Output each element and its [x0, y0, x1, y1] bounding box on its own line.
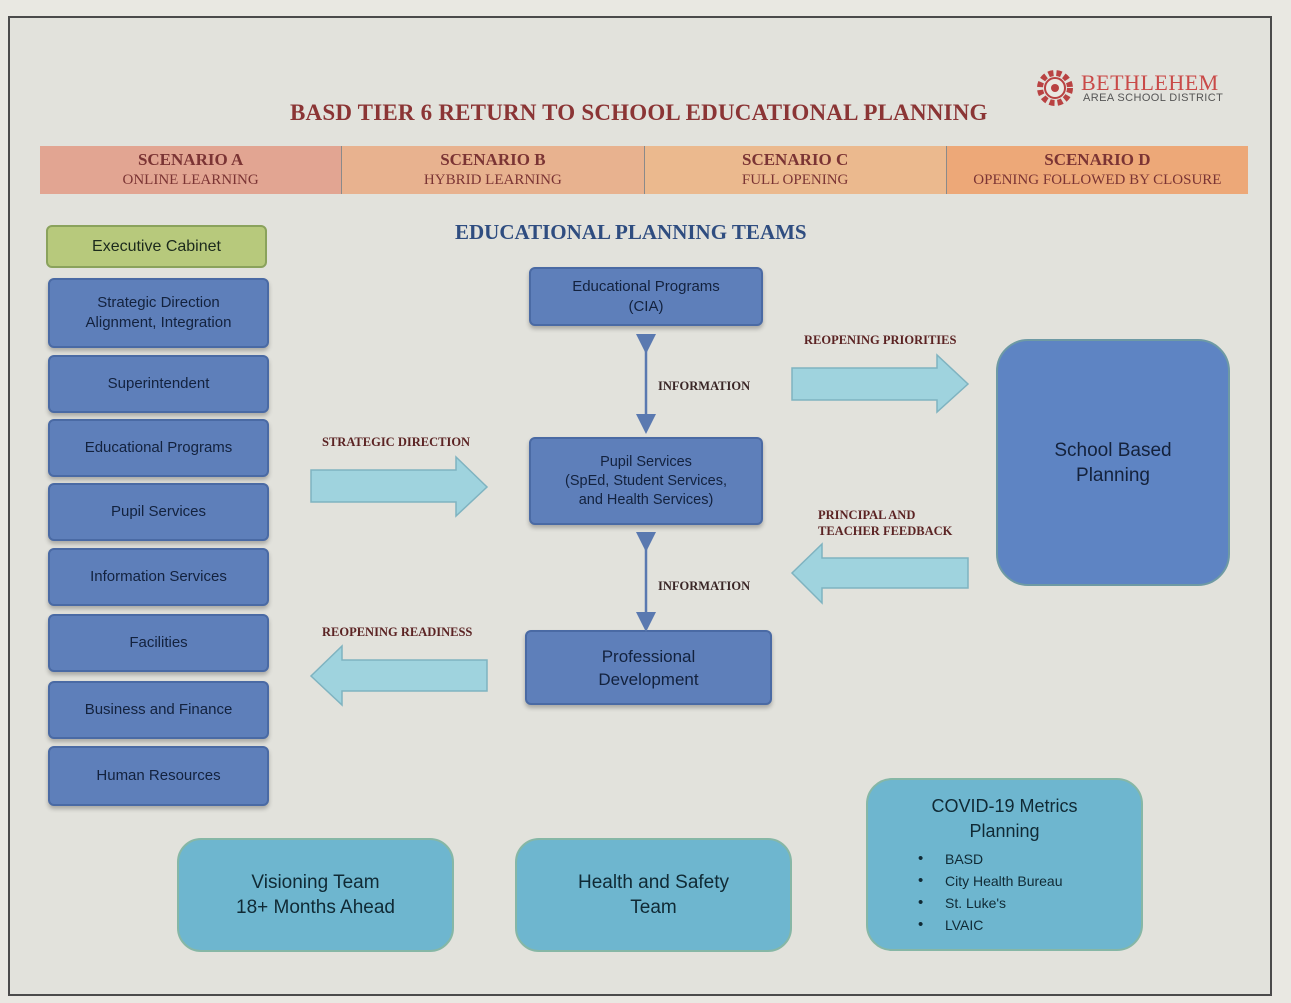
list-item: City Health Bureau [918, 870, 1141, 892]
business-finance-box: Business and Finance [48, 681, 269, 739]
scenario-bar: SCENARIO A ONLINE LEARNING SCENARIO B HY… [40, 146, 1248, 194]
logo-name: BETHLEHEM [1081, 70, 1219, 95]
scenario-a: SCENARIO A ONLINE LEARNING [40, 146, 343, 194]
covid-metrics-box: COVID-19 Metrics Planning BASD City Heal… [866, 778, 1143, 951]
gear-logo-icon [1037, 70, 1073, 106]
center-educational-programs-box: Educational Programs (CIA) [529, 267, 763, 326]
scenario-c: SCENARIO C FULL OPENING [644, 146, 947, 194]
educational-programs-box: Educational Programs [48, 419, 269, 477]
reopening-priorities-label: REOPENING PRIORITIES [804, 333, 957, 347]
diagram-title: BASD TIER 6 RETURN TO SCHOOL EDUCATIONAL… [290, 100, 988, 125]
reopening-readiness-label: REOPENING READINESS [322, 625, 473, 639]
reopening-priorities-arrow [791, 353, 970, 414]
scenario-sub: ONLINE LEARNING [122, 172, 259, 188]
center-pupil-services-box: Pupil Services (SpEd, Student Services, … [529, 437, 763, 525]
scenario-b: SCENARIO B HYBRID LEARNING [342, 146, 645, 194]
feedback-arrow [790, 542, 969, 605]
list-item: LVAIC [918, 914, 1141, 936]
reopening-readiness-arrow [309, 644, 488, 707]
district-logo: BETHLEHEM AREA SCHOOL DISTRICT [1033, 66, 1243, 110]
pupil-services-box: Pupil Services [48, 483, 269, 541]
visioning-team-box: Visioning Team 18+ Months Ahead [177, 838, 454, 952]
information-label-top: INFORMATION [658, 379, 751, 393]
information-services-box: Information Services [48, 548, 269, 606]
professional-development-box: Professional Development [525, 630, 772, 705]
strategic-direction-arrow [310, 455, 489, 518]
strategic-direction-label: STRATEGIC DIRECTION [322, 435, 471, 449]
scenario-sub: HYBRID LEARNING [423, 172, 562, 188]
school-based-planning-box: School Based Planning [996, 339, 1230, 586]
covid-metrics-list: BASD City Health Bureau St. Luke's LVAIC [918, 848, 1141, 936]
list-item: BASD [918, 848, 1141, 870]
strategic-direction-box: Strategic Direction Alignment, Integrati… [48, 278, 269, 348]
feedback-label: PRINCIPAL AND TEACHER FEEDBACK [818, 508, 953, 538]
scenario-name: SCENARIO C [741, 150, 849, 169]
scenario-sub: OPENING FOLLOWED BY CLOSURE [973, 172, 1222, 188]
scenario-d: SCENARIO D OPENING FOLLOWED BY CLOSURE [946, 146, 1248, 194]
human-resources-box: Human Resources [48, 746, 269, 806]
scenario-name: SCENARIO A [137, 150, 244, 169]
facilities-box: Facilities [48, 614, 269, 672]
list-item: St. Luke's [918, 892, 1141, 914]
scenario-sub: FULL OPENING [741, 172, 849, 188]
covid-metrics-title: COVID-19 Metrics Planning [931, 796, 1078, 841]
information-label-bottom: INFORMATION [658, 579, 751, 593]
executive-cabinet-box: Executive Cabinet [46, 225, 267, 268]
health-safety-team-box: Health and Safety Team [515, 838, 792, 952]
logo-subtitle: AREA SCHOOL DISTRICT [1083, 92, 1224, 104]
scenario-name: SCENARIO B [440, 150, 546, 169]
superintendent-box: Superintendent [48, 355, 269, 413]
scenario-name: SCENARIO D [1044, 150, 1151, 169]
planning-teams-heading: EDUCATIONAL PLANNING TEAMS [455, 220, 807, 244]
